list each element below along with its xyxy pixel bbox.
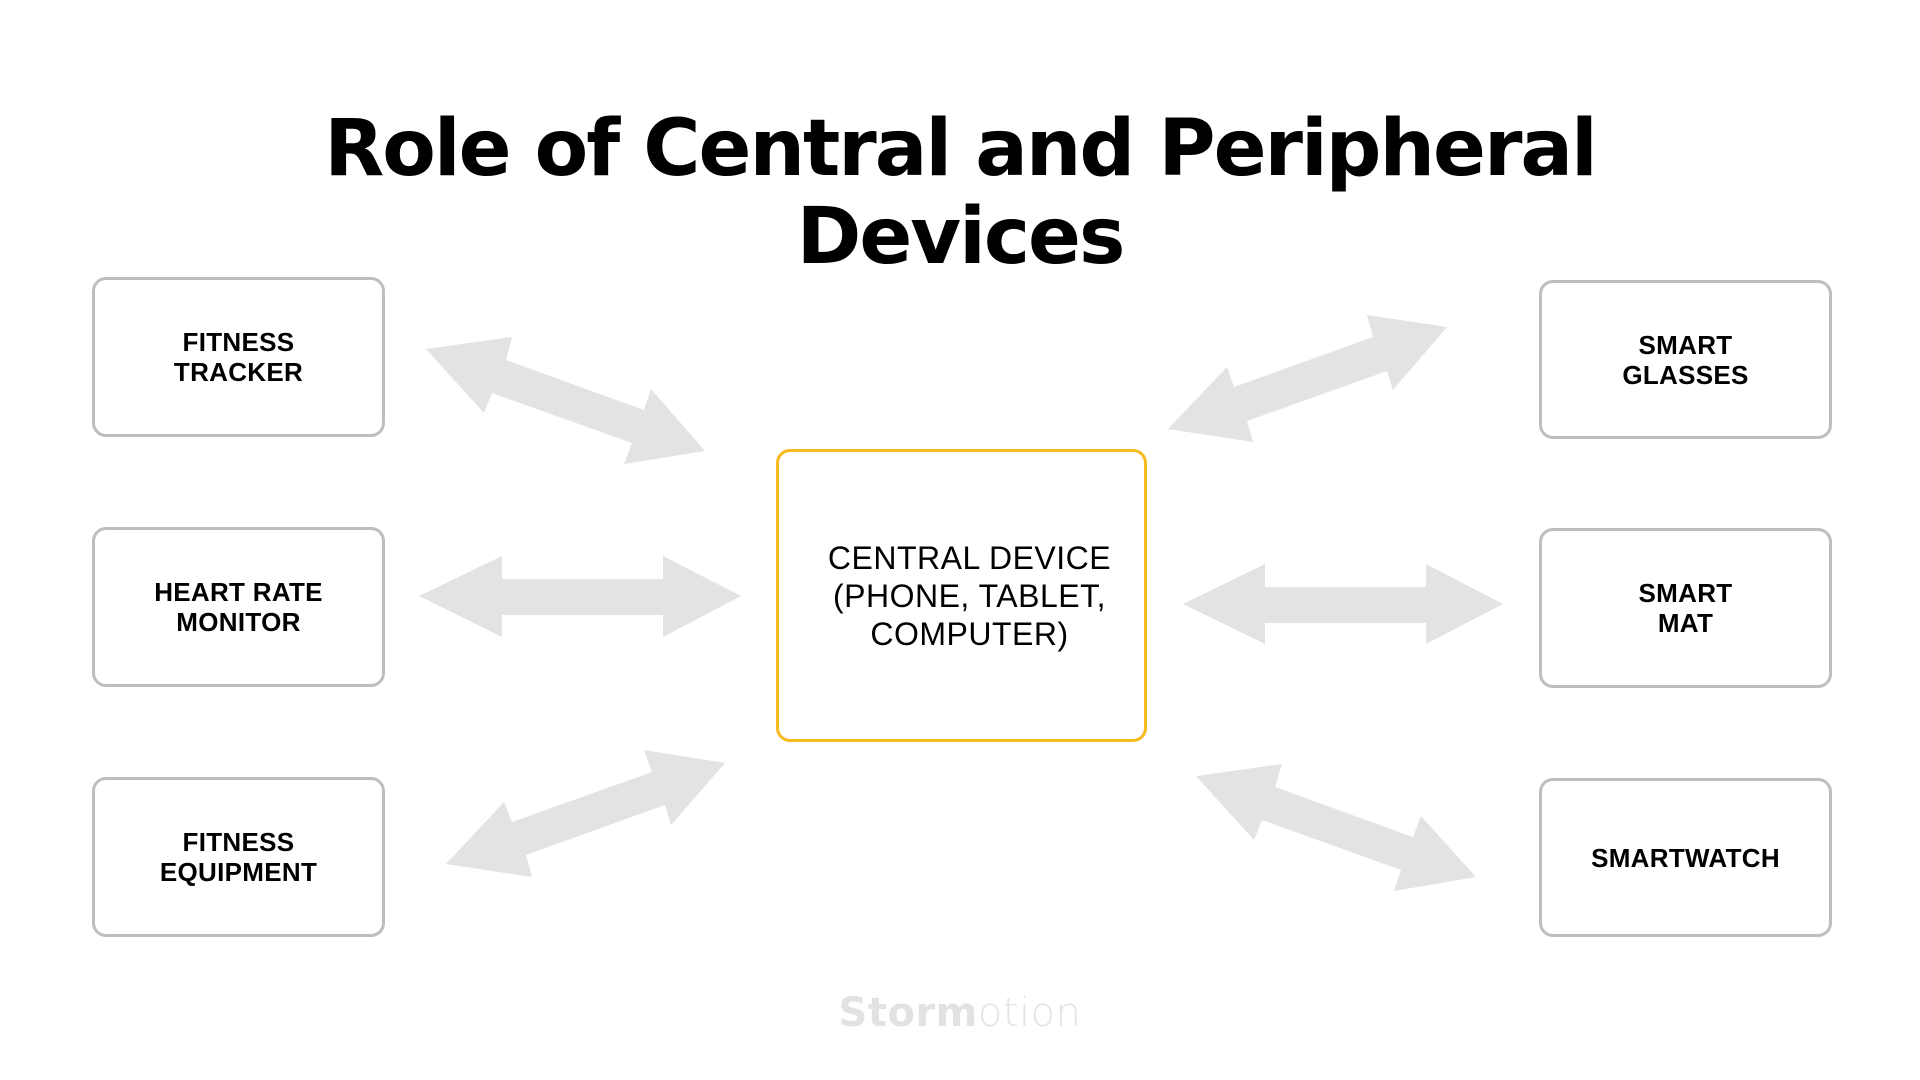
- peripheral-box-fitness-equipment: FITNESS EQUIPMENT: [92, 777, 385, 937]
- peripheral-box-smartwatch: SMARTWATCH: [1539, 778, 1832, 937]
- peripheral-label: SMART GLASSES: [1622, 330, 1748, 390]
- double-arrow-icon-heart-rate-monitor: [419, 556, 741, 637]
- label-line: (PHONE, TABLET,: [832, 577, 1107, 614]
- label-line: SMART: [1638, 578, 1733, 608]
- logo-bold-part: Storm: [838, 990, 978, 1036]
- peripheral-label: SMARTWATCH: [1591, 843, 1780, 873]
- peripheral-label: HEART RATE MONITOR: [154, 577, 323, 637]
- stormotion-logo: Stormotion: [0, 990, 1920, 1036]
- label-line: COMPUTER): [870, 615, 1069, 652]
- label-line: MONITOR: [176, 607, 301, 637]
- double-arrow-icon-smart-glasses: [1168, 315, 1447, 442]
- peripheral-box-smart-glasses: SMART GLASSES: [1539, 280, 1832, 439]
- title-line-2: Devices: [796, 192, 1126, 282]
- central-device-label: CENTRAL DEVICE (PHONE, TABLET, COMPUTER): [812, 539, 1111, 653]
- peripheral-box-heart-rate-monitor: HEART RATE MONITOR: [92, 527, 385, 687]
- label-line: MAT: [1657, 608, 1714, 638]
- label-line: HEART RATE: [154, 577, 323, 607]
- label-line: SMART: [1638, 329, 1733, 360]
- label-line: SMARTWATCH: [1591, 842, 1780, 873]
- title-line-1: Role of Central and Peripheral: [324, 104, 1598, 194]
- double-arrow-icon-fitness-equipment: [446, 750, 725, 877]
- double-arrow-icon-smart-mat: [1183, 564, 1503, 644]
- peripheral-label: FITNESS TRACKER: [174, 327, 303, 387]
- diagram-title: Role of Central and Peripheral Devices: [0, 105, 1920, 281]
- double-arrow-icon-fitness-tracker: [426, 337, 705, 464]
- label-line: CENTRAL DEVICE: [827, 539, 1112, 576]
- label-line: FITNESS: [182, 327, 295, 357]
- label-line: FITNESS: [182, 827, 295, 857]
- peripheral-label: FITNESS EQUIPMENT: [160, 827, 317, 887]
- peripheral-box-smart-mat: SMART MAT: [1539, 528, 1832, 688]
- logo-light-part: otion: [977, 990, 1082, 1036]
- peripheral-label: SMART MAT: [1639, 578, 1733, 638]
- label-line: GLASSES: [1622, 359, 1749, 390]
- double-arrow-icon-smartwatch: [1196, 764, 1476, 891]
- central-device-box: CENTRAL DEVICE (PHONE, TABLET, COMPUTER): [776, 449, 1147, 742]
- label-line: TRACKER: [173, 357, 304, 387]
- label-line: EQUIPMENT: [159, 857, 318, 887]
- peripheral-box-fitness-tracker: FITNESS TRACKER: [92, 277, 385, 437]
